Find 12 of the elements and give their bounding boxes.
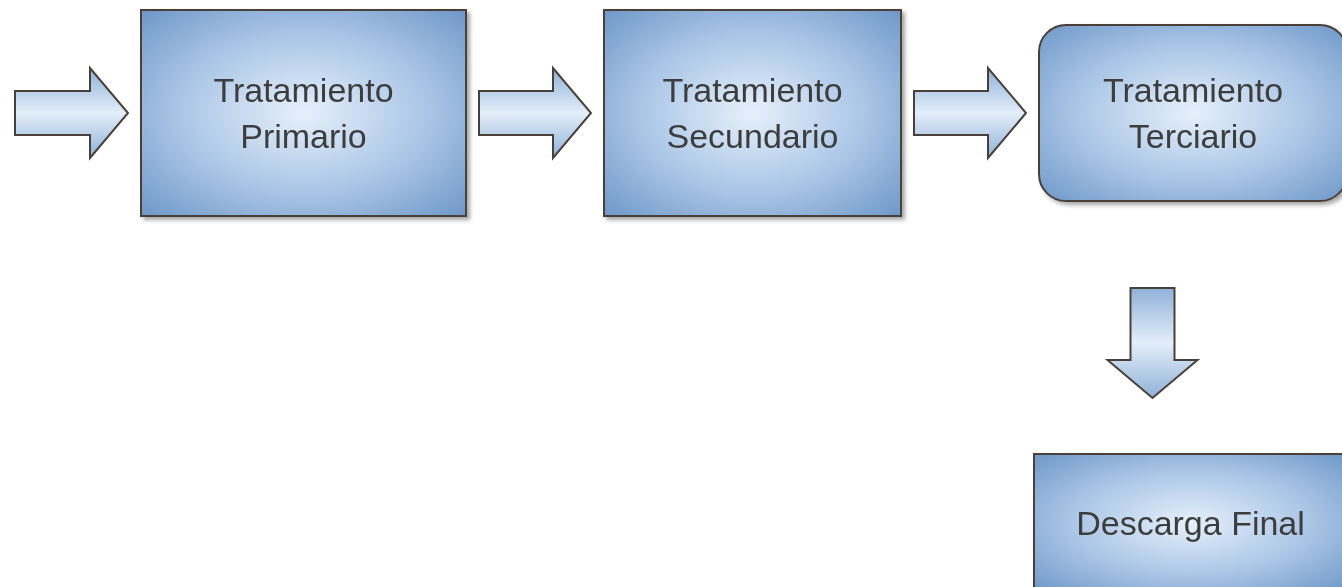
block-arrow <box>14 65 130 161</box>
box-label: Descarga Final <box>1075 503 1306 544</box>
block-arrow <box>1104 287 1201 400</box>
box-label: Tratamiento Primario <box>212 70 395 157</box>
process-box <box>1038 24 1342 202</box>
process-box <box>140 9 467 217</box>
process-box <box>603 9 902 217</box>
box-label: Tratamiento Secundario <box>661 70 844 157</box>
box-label: Tratamiento Terciario <box>1101 70 1285 157</box>
block-arrow <box>478 65 593 161</box>
block-arrow <box>913 65 1028 161</box>
process-box <box>1033 453 1342 587</box>
